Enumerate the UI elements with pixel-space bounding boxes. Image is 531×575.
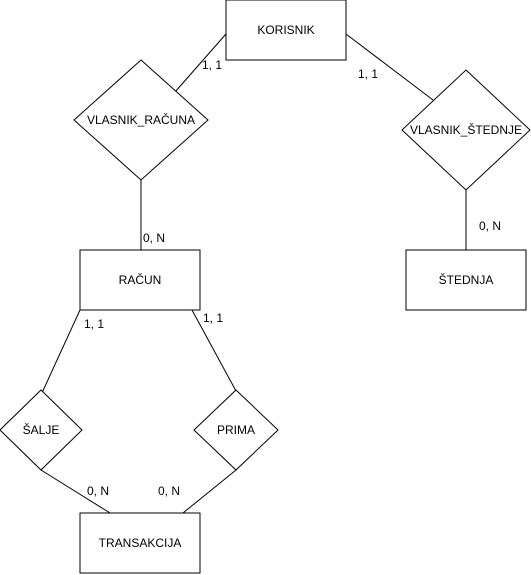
edge-racun-prima [191, 309, 237, 392]
entity-korisnik[interactable]: KORISNIK [225, 0, 347, 61]
edge-salje-transakcija [40, 469, 111, 514]
cardinality-prima-transakcija: 0, N [158, 484, 180, 498]
relationship-prima[interactable]: PRIMA [193, 389, 279, 471]
relationship-vlasnik-stednje[interactable]: VLASNIK_ŠTEDNJE [401, 69, 531, 191]
relationship-prima-label: PRIMA [217, 423, 255, 437]
relationship-salje[interactable]: ŠALJE [0, 389, 83, 471]
entity-transakcija-label: TRANSAKCIJA [99, 536, 182, 550]
entity-stednja-label: ŠTEDNJA [439, 272, 494, 287]
edge-korisnik-vlasnik-stednje [345, 33, 434, 101]
cardinality-vlasnik-stednje-stednja: 0, N [479, 219, 501, 233]
cardinality-korisnik-vlasnik-racuna: 1, 1 [202, 58, 222, 72]
entity-stednja[interactable]: ŠTEDNJA [405, 249, 527, 311]
edge-korisnik-vlasnik-racuna [174, 33, 227, 93]
relationship-vlasnik-stednje-label: VLASNIK_ŠTEDNJE [410, 122, 522, 137]
edge-prima-transakcija [182, 469, 237, 514]
entity-racun-label: RAČUN [119, 272, 162, 287]
cardinality-racun-prima: 1, 1 [203, 311, 223, 325]
edge-racun-salje [40, 309, 81, 396]
cardinality-vlasnik-racuna-racun: 0, N [143, 231, 165, 245]
relationship-vlasnik-racuna[interactable]: VLASNIK_RAČUNA [73, 59, 209, 181]
cardinality-salje-transakcija: 0, N [87, 484, 109, 498]
entity-racun[interactable]: RAČUN [79, 249, 201, 311]
relationship-salje-label: ŠALJE [23, 422, 60, 437]
entity-transakcija[interactable]: TRANSAKCIJA [79, 512, 201, 574]
cardinality-korisnik-vlasnik-stednje: 1, 1 [358, 67, 378, 81]
cardinality-racun-salje: 1, 1 [84, 317, 104, 331]
entity-korisnik-label: KORISNIK [257, 23, 314, 37]
relationship-vlasnik-racuna-label: VLASNIK_RAČUNA [87, 112, 195, 127]
